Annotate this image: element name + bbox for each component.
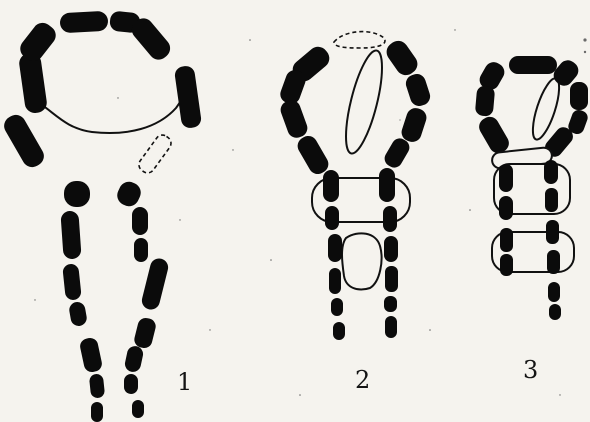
figure-3-label: 3 <box>523 356 538 384</box>
figure-1-inner-contour <box>30 70 186 133</box>
figure-1-ring <box>0 10 202 170</box>
figure-1-dashed-segment <box>136 132 174 175</box>
figure-1-right-arm <box>114 178 170 418</box>
figure-1-chromosome <box>0 10 202 422</box>
figure-2-inner-blob <box>342 233 382 289</box>
figure-3-ring <box>475 56 590 160</box>
figure-1-label: 1 <box>177 368 192 396</box>
figure-2-inner-body <box>339 47 390 156</box>
figure-1-left-arm <box>60 181 105 422</box>
figure-2-label: 2 <box>355 366 370 394</box>
figure-2-ring <box>278 37 433 177</box>
figure-2-chromosome <box>278 32 433 340</box>
figure-3-chromosome <box>475 56 590 320</box>
figure-3-left-arm <box>499 164 513 276</box>
figure-2-dashed-segment <box>334 32 385 48</box>
